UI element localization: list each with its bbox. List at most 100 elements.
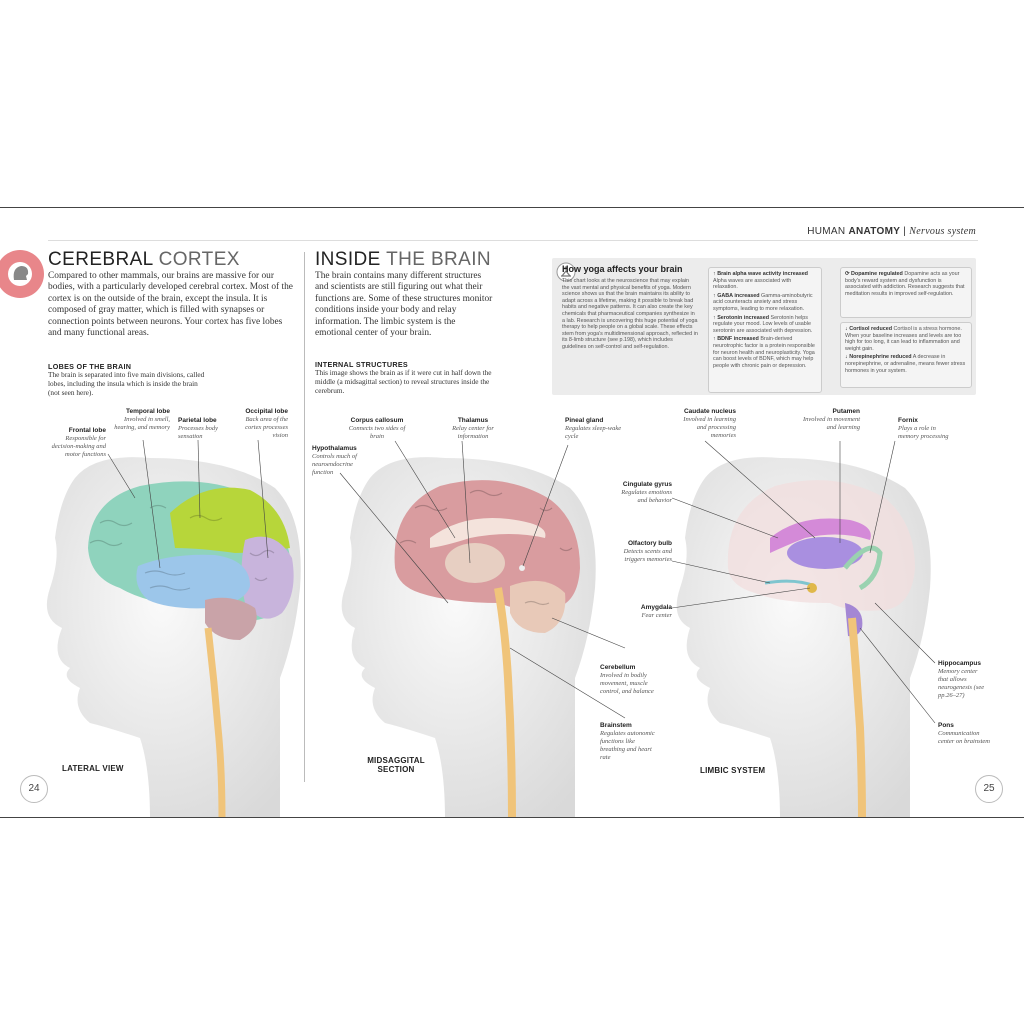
thalamus: [445, 543, 505, 583]
yoga-title: How yoga affects your brain: [562, 264, 683, 274]
label-title: Frontal lobe: [68, 427, 106, 434]
meditation-icon: [556, 262, 576, 282]
label-desc: Responsible for decision-making and moto…: [51, 435, 106, 458]
label-desc: Back area of the cortex processes vision: [245, 416, 288, 439]
caption-midsagittal: MIDSAGGITAL SECTION: [366, 756, 426, 774]
yoga-effect-text: Alpha waves are associated with relaxati…: [713, 277, 792, 291]
page-number-left: 24: [20, 775, 48, 803]
yoga-effect: ↑ Serotonin increased Serotonin helps re…: [713, 315, 817, 335]
label-parietal-lobe: Parietal lobe Processes body sensation: [178, 417, 230, 441]
yoga-effect-head: ↓ Cortisol reduced: [845, 326, 893, 332]
label-desc: Plays a role in memory processing: [898, 425, 949, 440]
inside-title: INSIDE THE BRAIN: [315, 249, 491, 271]
label-title: Hypothalamus: [312, 445, 357, 452]
midsagittal-head: [341, 457, 596, 817]
label-desc: Detects scents and triggers memories: [623, 548, 672, 563]
label-caudate-nucleus: Caudate nucleus Involved in learning and…: [674, 408, 736, 440]
yoga-effect-head: ↑ BDNF increased: [713, 336, 759, 343]
amygdala: [807, 583, 817, 593]
label-corpus-callosum: Corpus callosum Connects two sides of br…: [344, 417, 410, 441]
label-title: Olfactory bulb: [627, 540, 672, 547]
header-chapter: Nervous system: [909, 226, 976, 237]
label-desc: Connects two sides of brain: [348, 425, 406, 440]
spinal-cord: [204, 627, 226, 817]
yoga-effect-head: ↑ Brain alpha wave activity increased: [713, 271, 808, 277]
label-title: Corpus callosum: [350, 417, 404, 424]
label-brainstem: Brainstem Regulates autonomic functions …: [600, 722, 656, 762]
label-desc: Controls much of neuroendocrine function: [312, 453, 357, 476]
occipital-lobe: [241, 536, 294, 619]
cerebellum-section: [510, 580, 566, 633]
label-hypothalamus: Hypothalamus Controls much of neuroendoc…: [312, 445, 366, 477]
label-desc: Fear center: [641, 612, 672, 619]
label-desc: Involved in learning and processing memo…: [683, 416, 736, 439]
yoga-effect-head: ⟳ Dopamine regulated: [845, 271, 903, 277]
yoga-intro: This chart looks at the neuroscience tha…: [562, 278, 698, 350]
lateral-head: [47, 457, 301, 817]
header-rule: [48, 240, 978, 241]
label-desc: Communication center on brainstem: [938, 730, 990, 745]
yoga-box-regulated: ⟳ Dopamine regulated Dopamine acts as yo…: [840, 267, 972, 318]
cerebellum: [205, 597, 257, 640]
yoga-panel: How yoga affects your brain This chart l…: [552, 258, 976, 395]
book-spread: HUMAN ANATOMY | Nervous system CEREBRAL …: [0, 207, 1024, 818]
cortex-body: Compared to other mammals, our brains ar…: [48, 271, 293, 339]
caption-limbic-system: LIMBIC SYSTEM: [700, 766, 766, 775]
label-title: Occipital lobe: [245, 408, 288, 415]
label-title: Hippocampus: [938, 660, 981, 667]
caption-line: MIDSAGGITAL: [367, 756, 425, 765]
label-desc: Memory center that allows neurogenesis (…: [938, 668, 985, 699]
label-thalamus: Thalamus Relay center for information: [440, 417, 506, 441]
page-number-right: 25: [975, 775, 1003, 803]
limbic-head: [676, 457, 931, 817]
column-divider: [304, 252, 305, 782]
label-temporal-lobe: Temporal lobe Involved in smell, hearing…: [112, 408, 170, 432]
caption-line: SECTION: [377, 765, 415, 774]
header-section-bold: ANATOMY: [848, 226, 901, 237]
label-hippocampus: Hippocampus Memory center that allows ne…: [938, 660, 986, 700]
label-desc: Involved in bodily movement, muscle cont…: [600, 672, 654, 695]
label-cingulate-gyrus: Cingulate gyrus Regulates emotions and b…: [618, 481, 672, 505]
cortex-title-light: CORTEX: [158, 249, 240, 270]
label-desc: Regulates sleep-wake cycle: [565, 425, 622, 440]
yoga-effect-head: ↓ Norepinephrine reduced: [845, 354, 912, 361]
label-title: Parietal lobe: [178, 417, 217, 424]
inside-title-light: THE BRAIN: [386, 249, 492, 270]
running-header: HUMAN ANATOMY | Nervous system: [807, 226, 976, 237]
label-title: Brainstem: [600, 722, 632, 729]
yoga-effect-head: ↑ GABA increased: [713, 292, 760, 299]
yoga-effect: ↓ Norepinephrine reduced A decrease in n…: [845, 354, 967, 374]
yoga-effect-text: Serotonin helps regulate your mood. Low …: [713, 314, 813, 334]
label-title: Amygdala: [640, 604, 672, 611]
label-desc: Involved in smell, hearing, and memory: [114, 416, 170, 431]
internal-subhead: INTERNAL STRUCTURES: [315, 360, 409, 369]
inside-body: The brain contains many different struct…: [315, 271, 493, 339]
yoga-box-increased: ↑ Brain alpha wave activity increased Al…: [708, 267, 822, 393]
lobes-subtext: The brain is separated into five main di…: [48, 370, 205, 397]
label-title: Putamen: [832, 408, 860, 415]
inside-title-bold: INSIDE: [315, 249, 381, 270]
corpus-callosum: [430, 518, 546, 548]
internal-subtext: This image shows the brain as if it were…: [315, 368, 492, 395]
label-desc: Involved in movement and learning: [802, 416, 860, 431]
label-title: Caudate nucleus: [683, 408, 736, 415]
label-desc: Processes body sensation: [178, 425, 219, 440]
label-frontal-lobe: Frontal lobe Responsible for decision-ma…: [44, 427, 106, 459]
label-amygdala: Amygdala Fear center: [622, 604, 672, 620]
yoga-effect-text: A decrease in norepinephrine, or adrenal…: [845, 354, 966, 374]
label-desc: Relay center for information: [452, 425, 494, 440]
yoga-box-reduced: ↓ Cortisol reduced Cortisol is a stress …: [840, 322, 972, 388]
label-desc: Regulates emotions and behavior: [621, 489, 672, 504]
label-title: Thalamus: [457, 417, 489, 424]
yoga-effect-text: Cortisol is a stress hormone. When your …: [845, 326, 962, 352]
label-title: Fornix: [898, 417, 918, 424]
label-title: Cerebellum: [600, 664, 636, 671]
label-pineal-gland: Pineal gland Regulates sleep-wake cycle: [565, 417, 625, 441]
temporal-lobe: [136, 554, 250, 609]
brain-illustrations: [47, 439, 936, 817]
yoga-effect: ↑ Brain alpha wave activity increased Al…: [713, 271, 817, 291]
cortex-title-bold: CEREBRAL: [48, 249, 153, 270]
label-olfactory-bulb: Olfactory bulb Detects scents and trigge…: [622, 540, 672, 564]
yoga-effect-text: Gamma-aminobutyric acid counteracts anxi…: [713, 292, 813, 312]
yoga-effect: ↑ BDNF increased Brain-derived neurotrop…: [713, 336, 817, 369]
